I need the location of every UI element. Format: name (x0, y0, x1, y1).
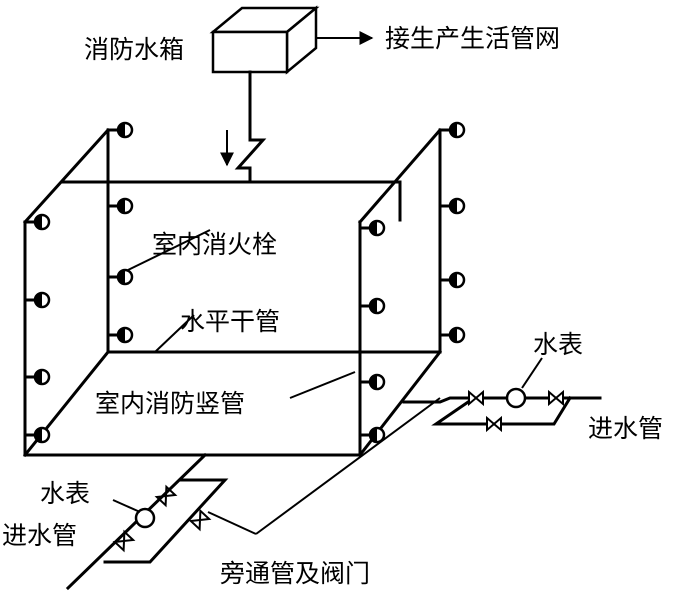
supply-network-label: 接生产生活管网 (385, 24, 560, 53)
hydrant-icon (360, 297, 386, 315)
water-meter-label-left: 水表 (40, 479, 90, 508)
fire-water-tank (209, 5, 320, 75)
hydrant-label: 室内消火栓 (152, 230, 277, 259)
hydrant-icon (108, 197, 134, 215)
inlet-pipe-label-right: 进水管 (588, 414, 663, 443)
hydrant-icon (25, 291, 51, 309)
hydrant-icon (25, 426, 51, 444)
horizontal-main-label: 水平干管 (180, 307, 280, 336)
hydrant-icon (440, 121, 466, 139)
gate-valve-icon (154, 484, 178, 508)
gate-valve-icon (486, 415, 502, 433)
leader-lines (112, 229, 543, 535)
hydrant-icon (25, 213, 51, 231)
hydrant-icon (440, 326, 466, 344)
pipe-frame (22, 127, 443, 458)
check-valve-icon (234, 138, 267, 170)
water-meter-icon (505, 387, 527, 409)
hydrant-icon (360, 219, 386, 237)
hydrant-icon (25, 368, 51, 386)
inlet-pipe-label-left: 进水管 (2, 521, 77, 550)
riser-label: 室内消防竖管 (95, 389, 245, 418)
left-inlet-assembly (65, 452, 229, 591)
tank-label: 消防水箱 (84, 35, 184, 64)
water-meter-label-right: 水表 (533, 330, 583, 359)
gate-valve-icon (188, 508, 212, 532)
valve-group (112, 389, 564, 553)
gate-valve-icon (548, 389, 564, 407)
hydrant-icon (360, 373, 386, 391)
hydrant-icon (108, 121, 134, 139)
hydrant-group (25, 121, 466, 444)
hydrant-icon (440, 271, 466, 289)
gate-valve-icon (468, 389, 484, 407)
hydrant-icon (108, 268, 134, 286)
hydrant-icon (360, 426, 386, 444)
hydrant-icon (108, 326, 134, 344)
tank-outlet-pipe (234, 70, 267, 184)
water-meter-icon (134, 507, 156, 529)
bypass-valve-label: 旁通管及阀门 (220, 559, 370, 588)
hydrant-icon (440, 197, 466, 215)
